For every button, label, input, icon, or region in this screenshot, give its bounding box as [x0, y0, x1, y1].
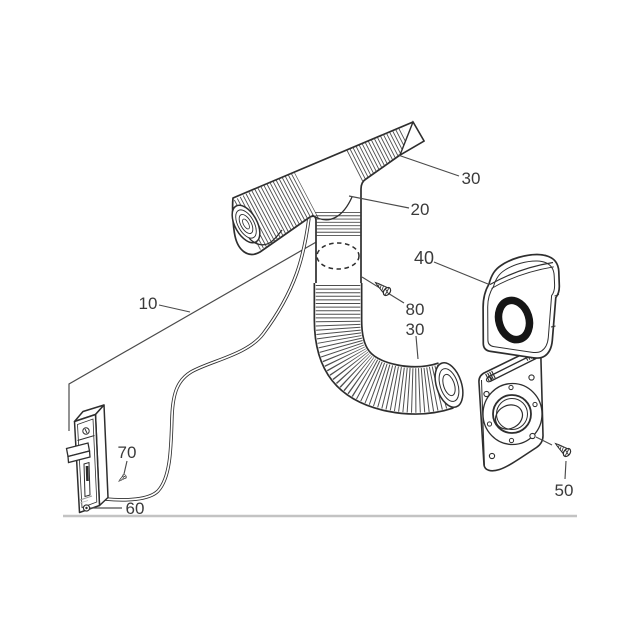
leader-50: [535, 436, 567, 480]
flange-screw-holes: [486, 384, 538, 444]
vent-mounting-plate: [478, 348, 544, 472]
hose-left-end: [231, 204, 283, 246]
flexible-hose-elbow: [313, 283, 464, 415]
screw-70: [116, 473, 128, 484]
hose-right-end: [398, 120, 425, 157]
control-panel: [65, 404, 109, 514]
hose-right-rings: [345, 122, 418, 187]
leader-30-top: [397, 154, 460, 177]
slider-slot: [85, 465, 89, 482]
panel-divider: [77, 435, 95, 441]
panel-markings: [79, 495, 93, 501]
leader-10: [158, 304, 191, 313]
slider-knob-front[interactable]: [67, 450, 91, 464]
hinge-spring-left: [485, 370, 496, 382]
part-label-20[interactable]: 20: [411, 200, 430, 219]
part-label-40-highlighted[interactable]: 40: [414, 248, 434, 268]
part-label-60[interactable]: 60: [126, 499, 145, 518]
part-label-30-mid[interactable]: 30: [406, 320, 425, 339]
hose-corrugation: [233, 122, 418, 250]
leader-70: [123, 460, 128, 475]
lid-inner-line: [487, 260, 556, 354]
installation-outline: [68, 240, 319, 431]
leader-30-mid: [415, 335, 419, 360]
leader-40: [433, 261, 489, 285]
part-label-10[interactable]: 10: [139, 294, 158, 313]
screw-50: [552, 439, 573, 459]
plate-edge-line: [481, 379, 485, 467]
elbow-open-end: [434, 362, 464, 408]
vent-lid: [482, 253, 561, 359]
leader-20: [348, 195, 410, 209]
flange-bore: [494, 404, 524, 430]
plate-screw-holes: [483, 374, 536, 460]
part-label-30-top[interactable]: 30: [462, 169, 481, 188]
hose-left-rings: [233, 169, 320, 250]
part-label-70[interactable]: 70: [118, 443, 137, 462]
panel-front-inset: [77, 418, 98, 509]
elbow-rings: [315, 285, 454, 413]
hidden-joint-dashed-ellipse: [316, 242, 360, 270]
lid-hood-edge: [489, 261, 554, 286]
vent-cover-assembly: [478, 253, 561, 472]
duct-tee-assembly: [231, 120, 425, 285]
tee-body: [231, 121, 425, 285]
control-cable: [104, 217, 311, 502]
tee-saddle-line: [311, 196, 353, 221]
screw-80: [372, 278, 393, 298]
flange-opening: [492, 394, 532, 434]
lid-seal-ring: [494, 296, 534, 344]
part-label-80[interactable]: 80: [406, 300, 425, 319]
part-label-50[interactable]: 50: [555, 481, 574, 500]
